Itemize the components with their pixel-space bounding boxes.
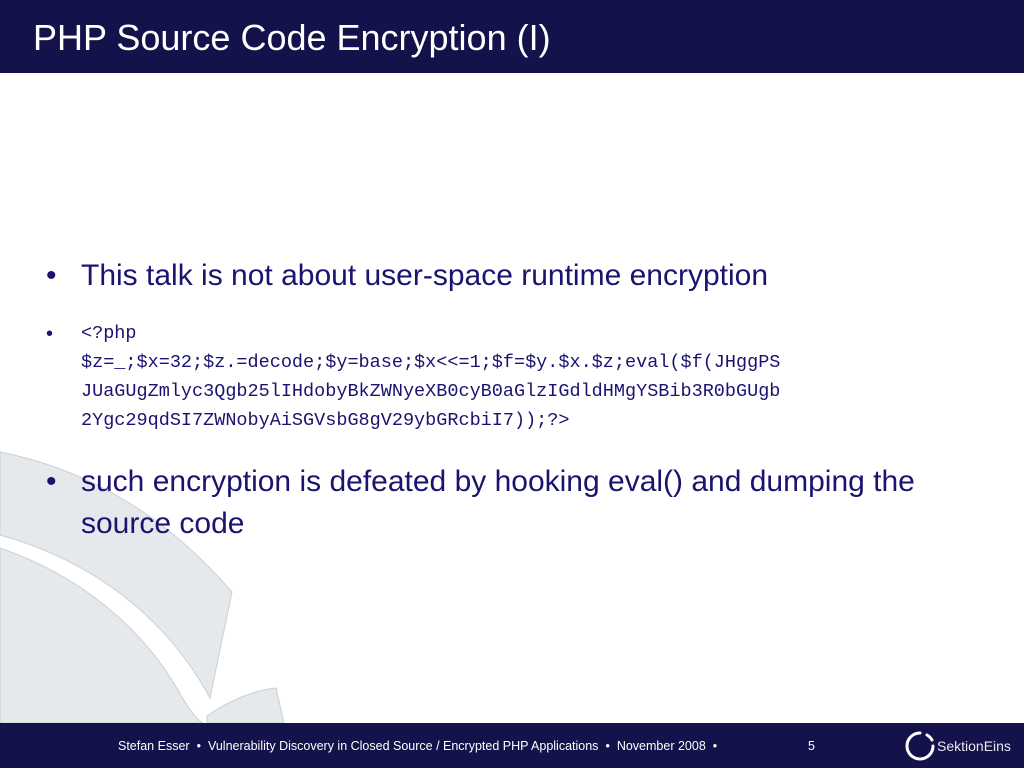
footer-bar: Stefan Esser • Vulnerability Discovery in … (0, 723, 1024, 768)
bullet-marker: • (46, 323, 54, 345)
sektioneins-logo: SektionEins (905, 731, 1020, 761)
page-number: 5 (808, 739, 815, 753)
bullet-text: This talk is not about user-space runtim… (81, 259, 768, 292)
slide-title: PHP Source Code Encryption (I) (33, 17, 551, 58)
bullet-text: such encryption is defeated by hooking e… (81, 465, 915, 540)
footer-author: Stefan Esser (118, 739, 190, 753)
logo-text: SektionEins (937, 738, 1011, 754)
bullet-marker: • (46, 259, 57, 292)
decorative-arc-upper (0, 451, 233, 700)
footer-separator: • (196, 739, 201, 753)
logo-ring-icon (905, 731, 935, 761)
footer-separator: • (712, 739, 718, 753)
footer-separator: • (605, 739, 610, 753)
code-snippet: <?php $z=_;$x=32;$z.=decode;$y=base;$x<<… (81, 323, 781, 431)
title-bar: PHP Source Code Encryption (I) (0, 0, 1024, 73)
footer-talk-title: Vulnerability Discovery in Closed Source… (207, 739, 599, 753)
decorative-arc-bottom-right (206, 687, 285, 724)
footer-date: November 2008 (616, 739, 706, 753)
decorative-arc-lower (0, 547, 205, 724)
bullet-marker: • (46, 465, 57, 498)
footer-info: Stefan Esser • Vulnerability Discovery in … (118, 738, 724, 754)
